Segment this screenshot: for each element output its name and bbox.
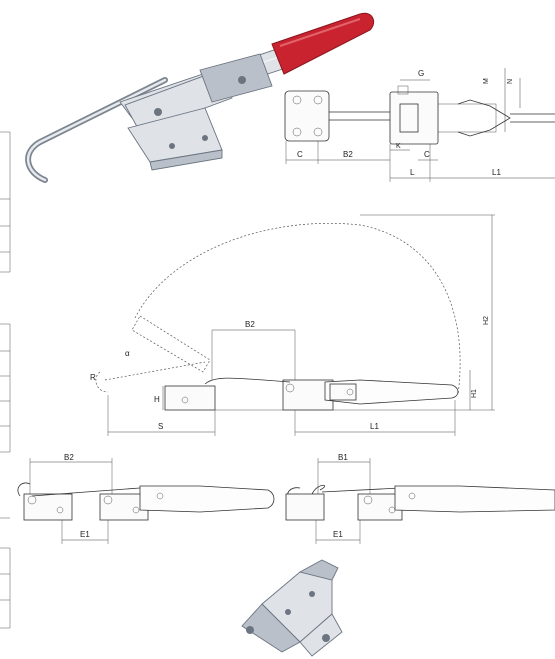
mounting-bracket-image — [241, 559, 343, 657]
dim-label-r: R — [90, 373, 96, 382]
dim-label-c-right: C — [424, 150, 430, 159]
dim-label-b2-top: B2 — [343, 150, 353, 159]
dim-label-s: S — [158, 422, 163, 431]
left-edge-table-fragments — [0, 131, 11, 629]
dim-label-h1: H1 — [471, 389, 478, 398]
dim-label-k: K — [396, 143, 401, 150]
dim-label-l: L — [410, 168, 415, 177]
dim-label-e1-right: E1 — [333, 530, 343, 539]
dim-label-g: G — [418, 69, 424, 78]
dim-label-m: M — [483, 78, 490, 84]
dim-label-e1-left: E1 — [80, 530, 90, 539]
bottom-right-variant-drawing: B1 E1 — [285, 453, 555, 544]
side-view-drawing: B2 α R H S L1 H1 H2 — [90, 214, 495, 436]
dim-label-h2: H2 — [483, 316, 490, 325]
dim-label-c-left: C — [297, 150, 303, 159]
dim-label-h: H — [154, 395, 160, 404]
dim-label-b1: B1 — [338, 453, 348, 462]
dim-label-l1-top: L1 — [492, 168, 501, 177]
dim-label-n: N — [507, 79, 514, 84]
dim-label-l1-side: L1 — [370, 422, 379, 431]
bottom-left-variant-drawing: B2 E1 — [17, 453, 275, 544]
dim-label-b2-side: B2 — [245, 320, 255, 329]
top-view-drawing: G M N C B2 K C L L1 — [284, 68, 555, 182]
dim-label-alpha: α — [125, 349, 130, 358]
latch-clamp-product-image — [25, 12, 375, 183]
dim-label-b2-bottom: B2 — [64, 453, 74, 462]
